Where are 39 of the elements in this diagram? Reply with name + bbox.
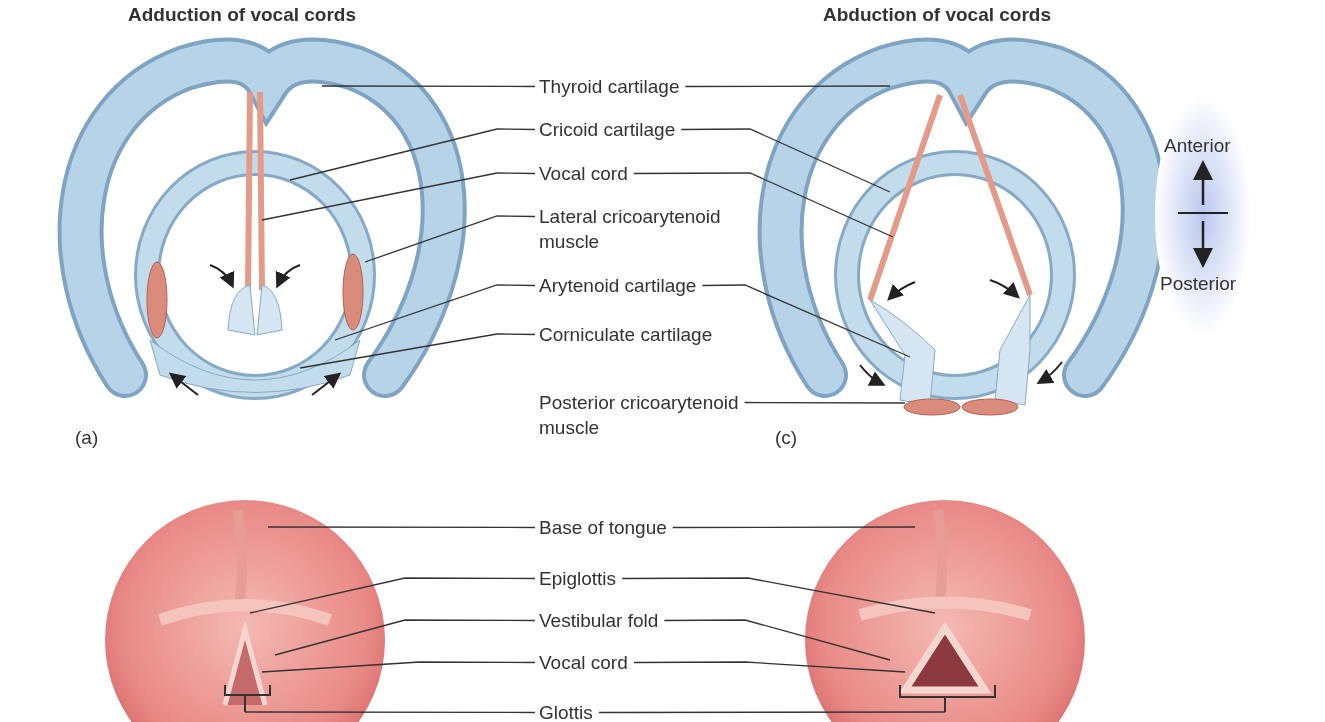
figure-title: Abduction of vocal cords bbox=[823, 4, 1052, 26]
part-label: Posterior cricoarytenoid muscle bbox=[539, 390, 754, 440]
part-label: Vocal cord bbox=[539, 161, 628, 186]
panel-letter: (c) bbox=[775, 426, 798, 450]
leader-line bbox=[701, 284, 911, 358]
leader-line bbox=[274, 619, 536, 656]
part-label: Epiglottis bbox=[539, 566, 617, 591]
leader-line bbox=[261, 661, 536, 673]
leader-line bbox=[364, 215, 536, 263]
leader-line bbox=[289, 128, 536, 181]
leader-line bbox=[299, 333, 536, 369]
figure-title: Adduction of vocal cords bbox=[128, 4, 357, 26]
leader-line bbox=[267, 526, 536, 529]
leader-line bbox=[743, 401, 906, 404]
part-label: Cricoid cartilage bbox=[539, 117, 676, 142]
part-label: Base of tongue bbox=[539, 515, 667, 540]
part-label: Glottis bbox=[539, 700, 593, 722]
part-label: Thyroid cartilage bbox=[539, 74, 680, 99]
part-label: Corniculate cartilage bbox=[539, 322, 713, 347]
leader-line bbox=[663, 619, 891, 661]
leader-line bbox=[633, 661, 906, 673]
leader-line bbox=[672, 526, 916, 529]
part-label: Lateral cricoarytenoid muscle bbox=[539, 204, 754, 254]
leader-line bbox=[244, 711, 536, 714]
part-label: Vestibular fold bbox=[539, 608, 659, 633]
panel-letter: (a) bbox=[75, 426, 99, 450]
leader-line bbox=[621, 577, 936, 614]
leader-line bbox=[598, 711, 946, 714]
leader-line bbox=[633, 172, 894, 238]
leader-line bbox=[680, 128, 891, 193]
leader-line bbox=[321, 85, 536, 88]
leader-line bbox=[334, 284, 536, 341]
leader-line bbox=[261, 172, 536, 221]
part-label: Vocal cord bbox=[539, 650, 628, 675]
leader-line bbox=[684, 85, 891, 88]
leader-line bbox=[249, 577, 536, 614]
direction-label: Anterior bbox=[1164, 134, 1231, 158]
direction-label: Posterior bbox=[1160, 272, 1237, 296]
part-label: Arytenoid cartilage bbox=[539, 273, 697, 298]
